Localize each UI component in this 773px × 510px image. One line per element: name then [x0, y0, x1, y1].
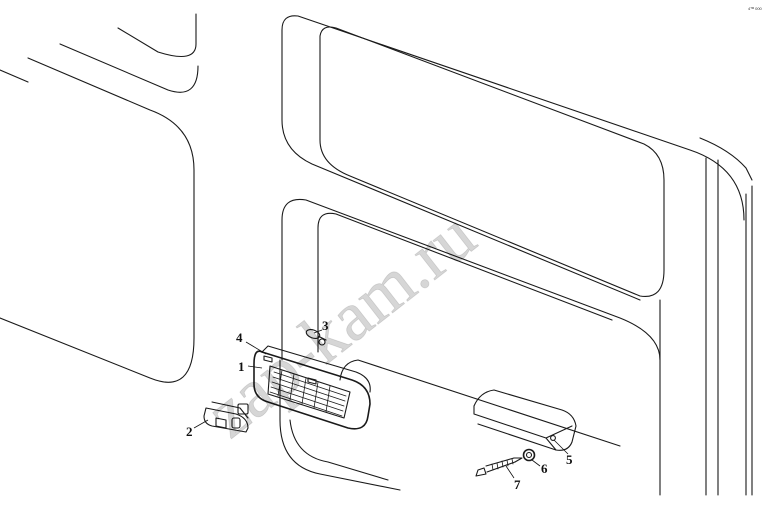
callout-2: 2 [186, 424, 193, 439]
mounting-bracket [473, 389, 577, 451]
lamp-housing [253, 345, 621, 447]
washer [522, 448, 536, 462]
callout-7: 7 [514, 477, 521, 492]
callout-3: 3 [322, 318, 329, 333]
callout-4: 4 [236, 330, 243, 345]
upper-window-frame [281, 15, 753, 301]
callouts: 1 2 3 4 5 6 7 [186, 318, 573, 492]
callout-1: 1 [238, 359, 245, 374]
lower-body-panel [279, 198, 661, 491]
screw [475, 457, 523, 477]
festoon-bulb [305, 328, 327, 346]
callout-5: 5 [566, 452, 573, 467]
lamp-socket [203, 401, 249, 433]
left-door-panel [0, 13, 199, 383]
callout-6: 6 [541, 461, 548, 476]
drawing-code: 4ᵀᴹ 000 [748, 6, 763, 11]
door-pillar [659, 157, 753, 496]
lamp-lens-grid [269, 369, 347, 417]
watermark: zap-kam.ru [192, 197, 489, 453]
